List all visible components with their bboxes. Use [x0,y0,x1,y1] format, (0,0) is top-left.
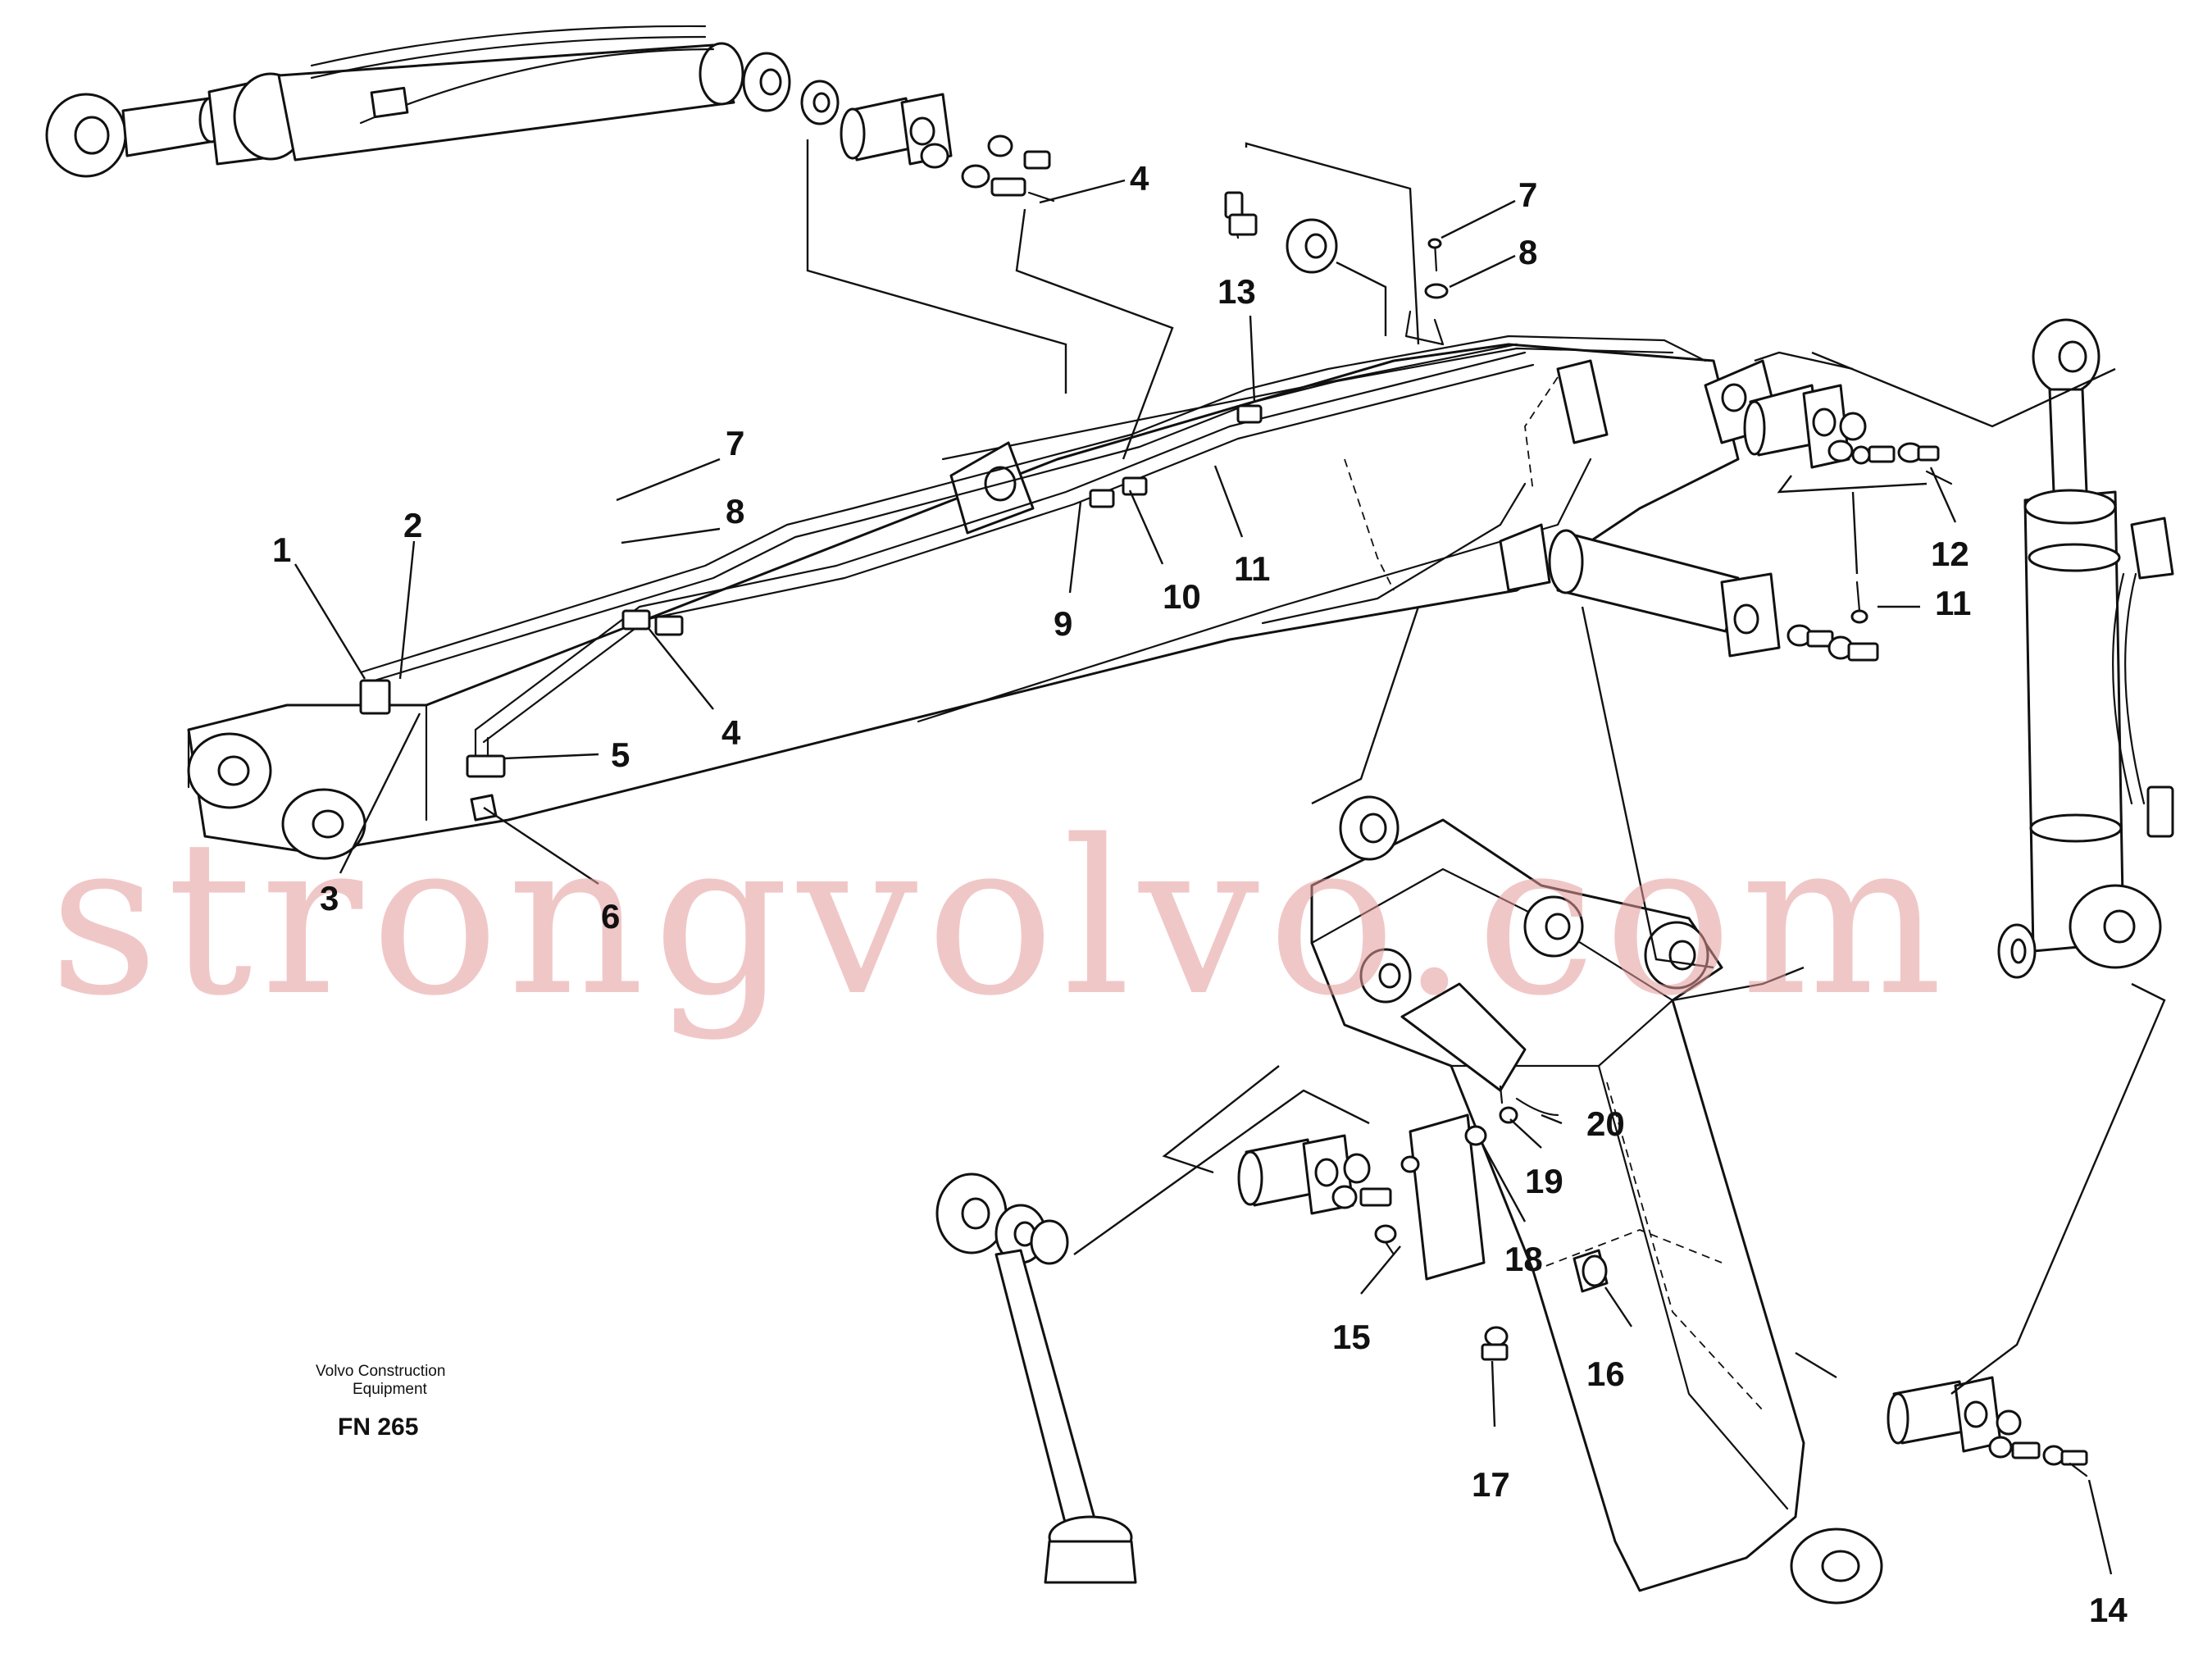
top-left-cylinder [45,25,840,178]
callout-12: 12 [1931,535,1969,573]
top-right-fittings [1224,191,1449,346]
callout-8-left: 8 [726,492,744,530]
small-fittings [1464,1085,1609,1361]
watermark-text: strongvolvo.com [49,795,1950,1043]
link-rod [935,1172,1137,1584]
top-pin-group [840,93,1055,203]
callout-4-boom: 4 [721,713,741,752]
caption-block: Volvo Construction Equipment FN 265 [316,1363,445,1441]
callout-numbers: 1 2 3 4 4 5 6 7 7 8 8 9 10 11 11 12 13 1… [272,159,2128,1629]
reference-lines [806,139,2166,1395]
callout-8-right: 8 [1518,233,1537,271]
right-pin-group [1743,384,1953,485]
lower-boom [1310,795,1883,1605]
callout-18: 18 [1504,1240,1543,1278]
callout-leaders [294,179,2113,1575]
caption-line-1: Volvo Construction [316,1363,445,1380]
callout-5: 5 [611,735,630,774]
caption-line-2: Equipment [353,1381,428,1398]
callout-10: 10 [1163,577,1201,616]
callout-7-left: 7 [726,424,744,462]
right-vertical-cylinder [1997,318,2174,979]
figure-code: FN 265 [338,1414,418,1441]
callout-3: 3 [320,879,339,917]
callout-7-right: 7 [1518,175,1537,214]
middle-pin-group [1499,523,1879,662]
callout-14: 14 [2089,1591,2128,1629]
callout-16: 16 [1586,1354,1625,1393]
callout-11-right: 11 [1935,584,1971,622]
callout-4-top: 4 [1130,159,1149,198]
callout-15: 15 [1332,1318,1371,1356]
callout-13: 13 [1218,272,1256,311]
callout-11-boom: 11 [1234,549,1270,588]
callout-17: 17 [1472,1465,1510,1504]
main-boom [187,343,1781,860]
callout-19: 19 [1525,1162,1563,1200]
lower-left-pin-group [1237,1134,1420,1256]
callout-2: 2 [403,506,422,544]
callout-20: 20 [1586,1104,1625,1143]
boom-hydraulic-lines [359,335,1707,822]
callout-1: 1 [272,530,291,569]
callout-6: 6 [601,897,620,936]
callout-9: 9 [1054,604,1072,643]
lower-right-pin-group [1887,1376,2088,1477]
